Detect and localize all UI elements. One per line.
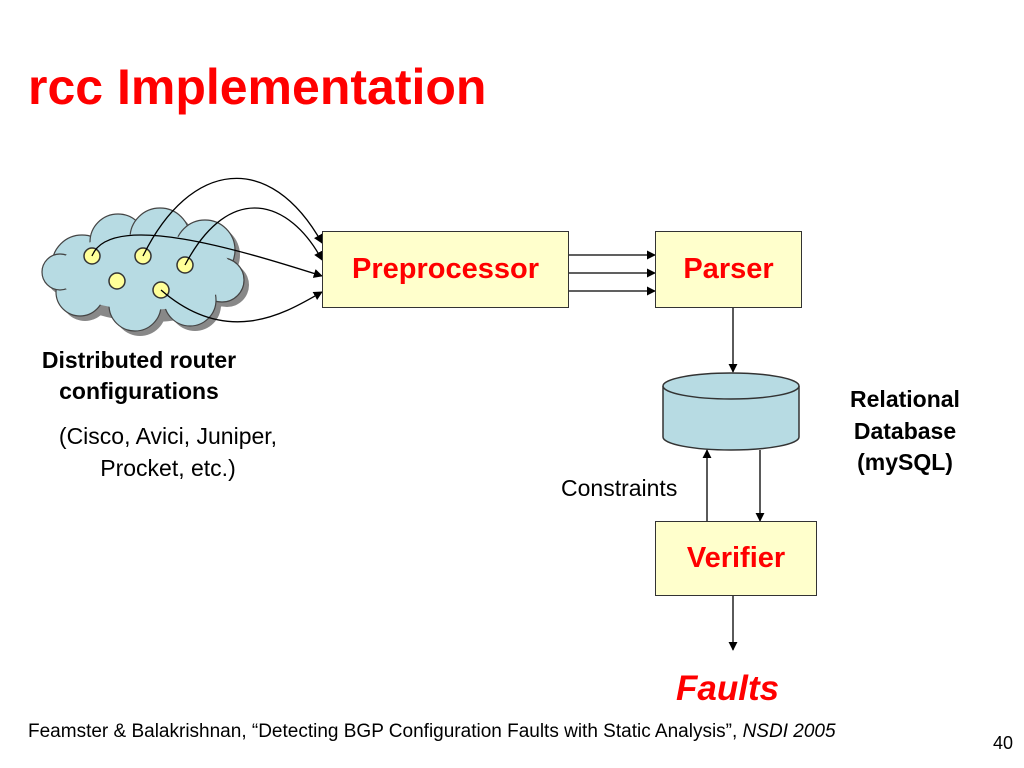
database-label-line: Database [853, 417, 957, 444]
database-label-line: (mySQL) [857, 449, 953, 475]
source-label: Distributed router configurations [14, 345, 264, 407]
router-icon [108, 272, 126, 290]
database-label: Relational Database (mySQL) [822, 384, 988, 479]
citation-text: Feamster & Balakrishnan, “Detecting BGP … [28, 721, 743, 742]
source-vendors-line: Procket, etc.) [100, 455, 236, 482]
config-arrow [142, 177, 323, 257]
source-vendors-line: (Cisco, Avici, Juniper, [58, 423, 278, 449]
citation-venue: NSDI 2005 [742, 721, 836, 742]
constraints-label: Constraints [561, 475, 678, 501]
source-label-line: Distributed router [41, 347, 237, 373]
config-arrow [160, 289, 323, 323]
preprocessor-node: Preprocessor [322, 231, 569, 308]
config-arrow [184, 207, 323, 266]
source-label-line: configurations [59, 378, 219, 405]
slide-title: rcc Implementation [28, 59, 487, 115]
router-icon [83, 247, 101, 265]
page-number: 40 [993, 733, 1014, 753]
parser-node: Parser [655, 231, 802, 308]
citation: Feamster & Balakrishnan, “Detecting BGP … [28, 721, 836, 743]
source-vendors: (Cisco, Avici, Juniper, Procket, etc.) [28, 420, 308, 484]
faults-label: Faults [676, 669, 780, 708]
config-arrow [91, 234, 323, 278]
verifier-node: Verifier [655, 521, 817, 596]
router-cloud-icon [41, 207, 249, 336]
database-label-line: Relational [850, 386, 960, 412]
database-icon [662, 372, 800, 451]
